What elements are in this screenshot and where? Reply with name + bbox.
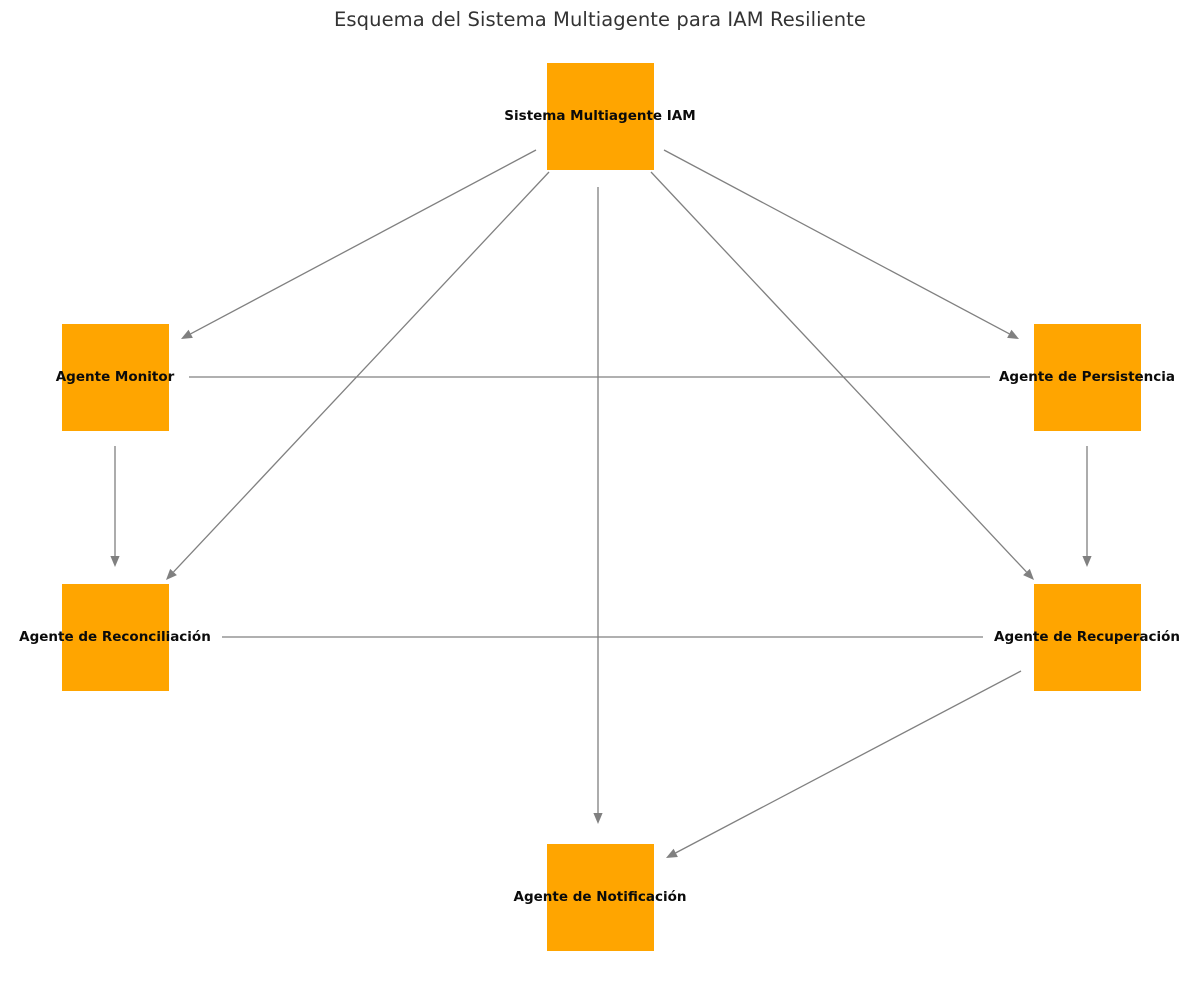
edge-persistencia-to-recuperacion (1082, 446, 1092, 567)
page-title: Esquema del Sistema Multiagente para IAM… (333, 8, 867, 31)
node-square (61, 583, 169, 691)
arrowhead-icon (666, 848, 678, 858)
edge-monitor-to-reconciliacion (110, 446, 120, 567)
node-square (546, 62, 654, 170)
edge-line (190, 149, 537, 335)
edge-sistema-to-notificacion (593, 187, 603, 824)
arrowhead-icon (593, 813, 603, 824)
edge-sistema-to-monitor (181, 149, 537, 339)
edge-line (663, 149, 1010, 335)
node-recuperacion[interactable]: Agente de Recuperación (994, 583, 1180, 691)
node-monitor[interactable]: Agente Monitor (56, 323, 174, 431)
node-persistencia[interactable]: Agente de Persistencia (999, 323, 1175, 431)
edge-line (173, 171, 550, 573)
node-notificacion[interactable]: Agente de Notificación (514, 843, 687, 951)
edge-sistema-to-persistencia (663, 149, 1019, 339)
edge-line (675, 670, 1022, 854)
arrowhead-icon (181, 329, 193, 339)
arrowhead-icon (1082, 556, 1092, 567)
node-sistema[interactable]: Sistema Multiagente IAM (504, 62, 696, 170)
edge-sistema-to-recuperacion (650, 171, 1034, 580)
arrowhead-icon (110, 556, 120, 567)
edge-recuperacion-to-notificacion (666, 670, 1022, 858)
arrowhead-icon (1023, 568, 1034, 580)
edge-sistema-to-reconciliacion (166, 171, 550, 580)
edge-line (650, 171, 1027, 573)
node-reconciliacion[interactable]: Agente de Reconciliación (19, 583, 211, 691)
node-square (61, 323, 169, 431)
arrowhead-icon (1007, 329, 1019, 339)
node-square (1033, 323, 1141, 431)
node-square (1033, 583, 1141, 691)
arrowhead-icon (166, 568, 177, 580)
node-square (546, 843, 654, 951)
